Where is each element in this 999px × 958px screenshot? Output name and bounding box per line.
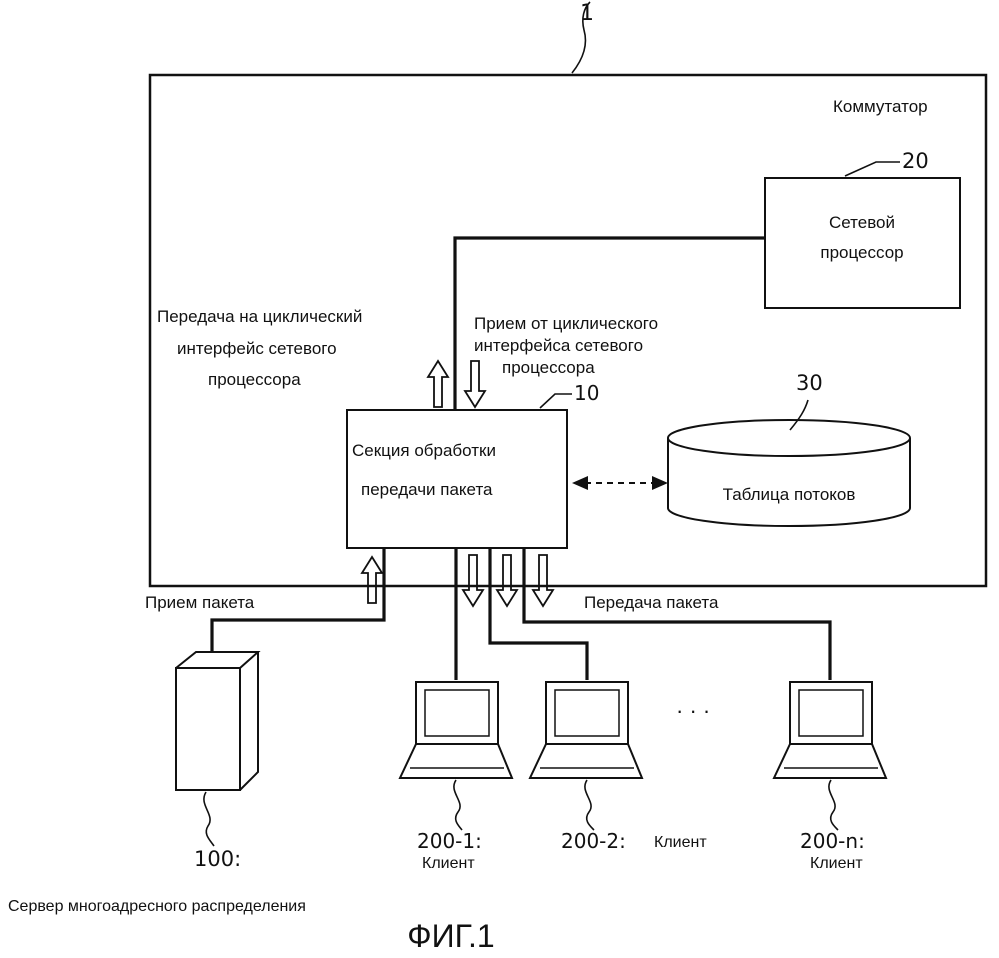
client1-ref-number: 200-1:	[417, 829, 482, 853]
packet-rx-label: Прием пакета	[145, 593, 255, 612]
flow-table-label: Таблица потоков	[723, 485, 856, 504]
clientn-ref-leader	[829, 780, 838, 830]
switch-label: Коммутатор	[833, 97, 928, 116]
clients-ellipsis: · · ·	[676, 698, 710, 723]
flow-table-ref-number: 30	[796, 371, 823, 395]
clientn-laptop-icon	[774, 682, 886, 778]
clientn-ref-number: 200-n:	[800, 829, 865, 853]
server-icon	[176, 652, 258, 790]
server-ref-number: 100:	[194, 847, 241, 871]
network-processor-label-line2: процессор	[820, 243, 903, 262]
tx-loop-label-line2: интерфейс сетевого	[177, 339, 337, 358]
packet-tx-down-arrow-3	[533, 555, 553, 606]
client2-ref-number: 200-2:	[561, 829, 626, 853]
client2-label: Клиент	[654, 834, 707, 851]
network-processor-ref-leader	[845, 162, 900, 176]
figure-caption: ФИГ.1	[407, 918, 494, 954]
flow-table-link-left-head	[572, 476, 588, 490]
packet-section-ref-leader	[540, 394, 572, 408]
tx-loop-up-arrow	[428, 361, 448, 407]
rx-loop-label-line2: интерфейса сетевого	[474, 336, 643, 355]
packet-section-label-line2: передачи пакета	[361, 480, 493, 499]
clientn-link-line	[524, 548, 830, 680]
tx-loop-label-line3: процессора	[208, 370, 301, 389]
server-label: Сервер многоадресного распределения	[8, 898, 306, 915]
client1-label: Клиент	[422, 855, 475, 872]
network-processor-ref-number: 20	[902, 149, 929, 173]
rx-loop-label-line1: Прием от циклического	[474, 314, 658, 333]
switch-ref-number: 1	[580, 1, 594, 26]
packet-tx-label: Передача пакета	[584, 593, 719, 612]
packet-rx-up-arrow	[362, 557, 382, 603]
rx-loop-label-line3: процессора	[502, 358, 595, 377]
packet-section-label-line1: Секция обработки	[352, 441, 496, 460]
flow-table-top	[668, 420, 910, 456]
server-ref-leader	[204, 792, 214, 846]
client1-laptop-icon	[400, 682, 512, 778]
network-processor-label-line1: Сетевой	[829, 213, 895, 232]
client1-ref-leader	[454, 780, 462, 830]
client2-ref-leader	[585, 780, 594, 830]
packet-tx-down-arrow-1	[463, 555, 483, 606]
flow-table-ref-leader	[790, 400, 808, 430]
rx-loop-down-arrow	[465, 361, 485, 407]
packet-section-ref-number: 10	[574, 381, 599, 405]
client2-laptop-icon	[530, 682, 642, 778]
packet-section-box	[347, 410, 567, 548]
tx-loop-label-line1: Передача на циклический	[157, 307, 362, 326]
clientn-label: Клиент	[810, 855, 863, 872]
packet-tx-down-arrow-2	[497, 555, 517, 606]
flow-table-link-right-head	[652, 476, 668, 490]
